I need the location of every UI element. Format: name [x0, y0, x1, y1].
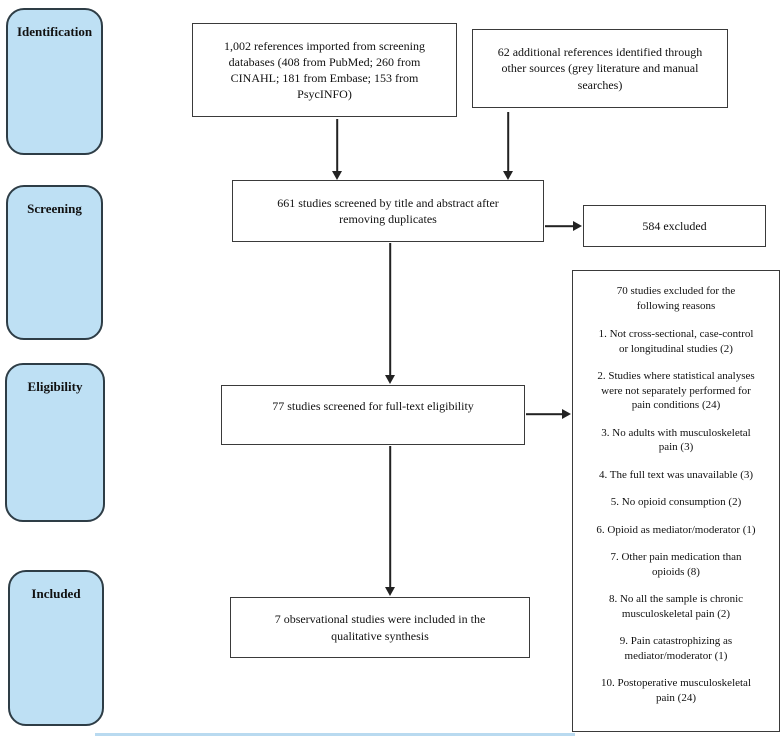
exclusion-reason-2: 2. Studies where statistical analyses we…: [597, 370, 755, 412]
box-imported-references: 1,002 references imported from screening…: [192, 23, 457, 117]
exclusion-reason-4: 4. The full text was unavailable (3): [598, 468, 754, 481]
stage-included-label: Included: [31, 586, 81, 601]
box-exclusion-reasons: 70 studies excluded for the following re…: [572, 270, 780, 732]
stage-included: Included: [8, 570, 104, 726]
arrow-head-down-icon: [385, 587, 395, 596]
stage-screening-label: Screening: [27, 201, 82, 216]
box-qualitative-synthesis: 7 observational studies were included in…: [230, 597, 530, 658]
arrow-head-right-icon: [562, 409, 571, 419]
box-additional-references: 62 additional references identified thro…: [472, 29, 728, 108]
stage-identification: Identification: [6, 8, 103, 155]
arrow-shaft: [389, 446, 391, 589]
exclusion-reason-10: 10. Postoperative musculoskeletal pain (…: [601, 677, 751, 704]
arrow-additional-to-screened-icon: [502, 112, 514, 180]
box-excluded-after-screening: 584 excluded: [583, 205, 766, 247]
arrow-fulltext-to-included-icon: [384, 446, 396, 596]
stage-identification-label: Identification: [16, 24, 93, 39]
exclusion-reason-5: 5. No opioid consumption (2): [610, 496, 742, 509]
arrow-shaft: [389, 243, 391, 377]
arrow-head-down-icon: [332, 171, 342, 180]
exclusion-reason-8: 8. No all the sample is chronic musculos…: [608, 593, 744, 620]
exclusion-reasons-title: 70 studies excluded for the following re…: [616, 285, 736, 312]
stage-eligibility-label: Eligibility: [27, 379, 83, 394]
exclusion-reason-6: 6. Opioid as mediator/moderator (1): [596, 523, 756, 536]
exclusion-reason-7: 7. Other pain medication than opioids (8…: [610, 551, 742, 578]
arrow-screened-to-excluded-icon: [545, 220, 582, 232]
arrow-imported-to-screened-icon: [331, 119, 343, 180]
bottom-divider: [95, 733, 575, 736]
stage-screening: Screening: [6, 185, 103, 340]
box-title-abstract-screened: 661 studies screened by title and abstra…: [232, 180, 544, 242]
arrow-shaft: [336, 119, 338, 173]
arrow-head-down-icon: [385, 375, 395, 384]
box-fulltext-eligibility: 77 studies screened for full-text eligib…: [221, 385, 525, 445]
exclusion-reason-1: 1. Not cross-sectional, case-control or …: [598, 328, 754, 355]
arrow-shaft: [526, 413, 564, 415]
arrow-screened-to-fulltext-icon: [384, 243, 396, 384]
stage-eligibility: Eligibility: [5, 363, 105, 522]
arrow-shaft: [545, 225, 575, 227]
exclusion-reason-3: 3. No adults with musculoskeletal pain (…: [601, 426, 751, 454]
exclusion-reason-9: 9. Pain catastrophizing as mediator/mode…: [619, 635, 733, 662]
arrow-fulltext-to-reasons-icon: [526, 408, 571, 420]
arrow-head-down-icon: [503, 171, 513, 180]
arrow-head-right-icon: [573, 221, 582, 231]
arrow-shaft: [507, 112, 509, 173]
